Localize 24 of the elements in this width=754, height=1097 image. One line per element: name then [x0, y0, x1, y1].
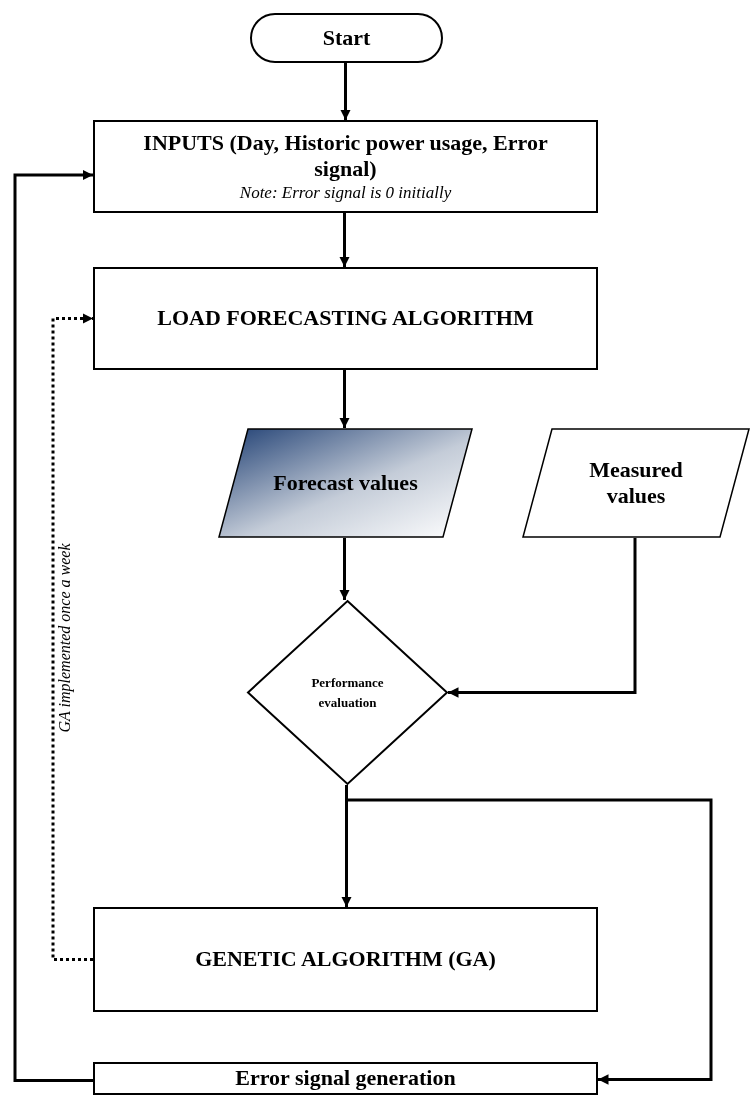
arrow [339, 370, 350, 428]
node-label: Forecast values [273, 469, 418, 497]
node-label: LOAD FORECASTING ALGORITHM [157, 305, 534, 332]
node-label: INPUTS (Day, Historic power usage, Error signal) [142, 129, 549, 183]
data-parallelogram [522, 428, 750, 538]
note-text: Note: Error signal is 0 initially [239, 182, 452, 204]
arrow [339, 213, 350, 267]
node-label: Start [322, 24, 371, 52]
node-label: Measured values [588, 456, 684, 510]
node-label: GENETIC ALGORITHM (GA) [195, 946, 496, 973]
node-label: Performance evaluation [310, 674, 385, 712]
node-label: Error signal generation [235, 1065, 456, 1092]
terminal-shape [250, 13, 443, 63]
arrow [448, 538, 637, 698]
data-parallelogram [218, 428, 473, 538]
process-box [93, 907, 598, 1012]
arrow [339, 538, 350, 600]
arrow [51, 313, 93, 961]
decision-diamond [247, 600, 448, 785]
process-box [93, 1062, 598, 1095]
arrow [13, 169, 93, 1082]
arrow [340, 63, 351, 120]
process-box [93, 120, 598, 213]
process-box [93, 267, 598, 370]
